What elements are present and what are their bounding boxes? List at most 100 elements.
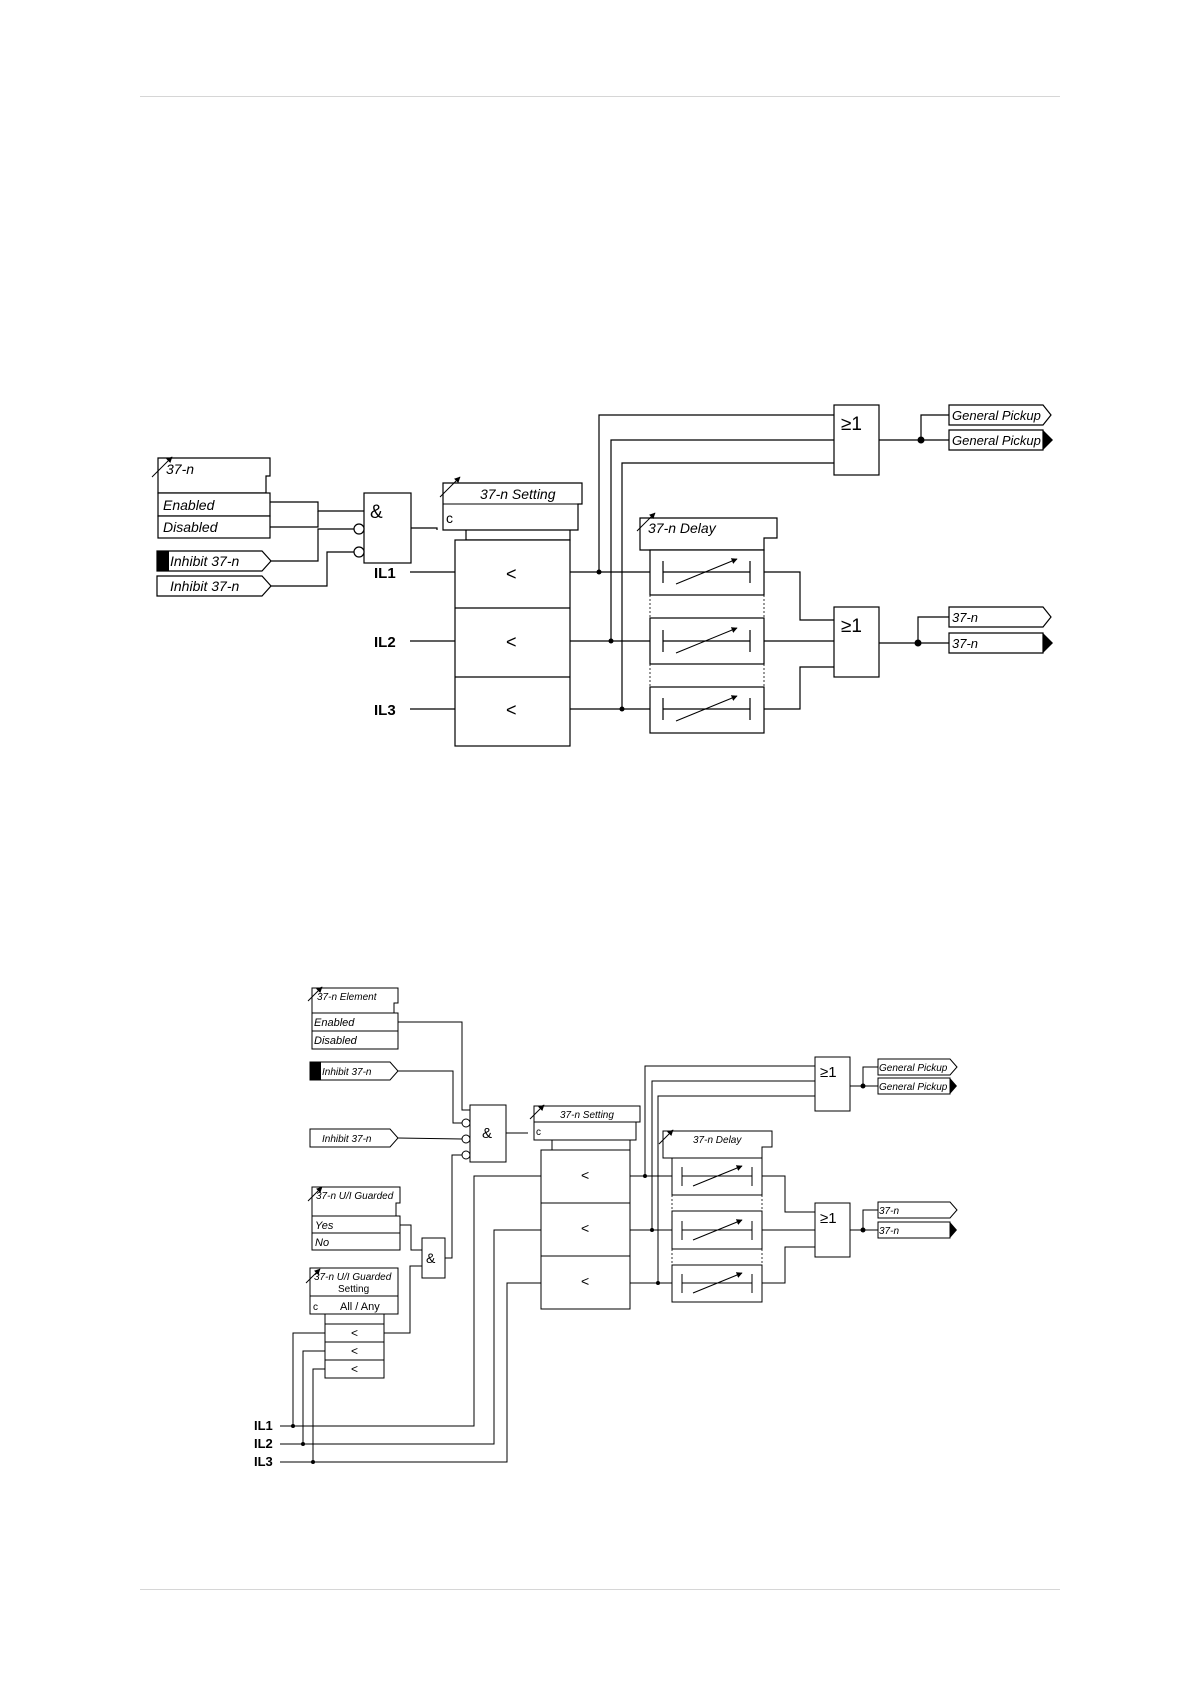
d2-c-label: c	[536, 1127, 541, 1138]
d2-inhibit-label-2: Inhibit 37-n	[322, 1134, 372, 1145]
d1-enabled-label: Enabled	[163, 497, 216, 513]
diagram-2: 37-n Element Enabled Disabled Inhibit 37…	[254, 986, 958, 1469]
d2-timer-2-arrow-icon	[692, 1219, 743, 1241]
d1-pickup-output-1: General Pickup	[948, 404, 1052, 426]
d2-disabled-label: Disabled	[314, 1035, 358, 1047]
d2-inhibit-input-2: Inhibit 37-n	[309, 1128, 399, 1148]
d1-trip-label-1: 37-n	[952, 610, 978, 625]
d2-delay-label: 37-n Delay	[693, 1135, 742, 1146]
d1-invert-bubble-1-icon	[353, 523, 365, 535]
d2-element-label: 37-n Element	[317, 992, 378, 1003]
d2-guard-compare-1: <	[351, 1326, 358, 1340]
d2-or-gate-trip: ≥1	[814, 1202, 851, 1258]
d2-yes-label: Yes	[315, 1220, 334, 1232]
d1-timer-1	[649, 549, 765, 596]
d1-inhibit-marker-icon	[157, 551, 169, 571]
d1-timer-2-arrow-icon	[675, 627, 738, 654]
d2-timer-3	[671, 1264, 763, 1303]
d1-inhibit-input-1: Inhibit 37-n	[156, 550, 272, 572]
d1-timer-1-arrow-icon	[675, 558, 738, 585]
d2-compare-1: <	[581, 1167, 589, 1183]
d2-pickup-output-triangle-icon	[950, 1078, 957, 1094]
d1-compare-3: <	[506, 700, 517, 720]
d2-and-gate: &	[461, 1104, 507, 1163]
d1-threshold-label: 37-n Setting	[480, 486, 556, 502]
d1-pickup-output-triangle-icon	[1043, 430, 1053, 450]
d2-timer-2	[671, 1210, 763, 1250]
d2-invert-bubble-3-icon	[461, 1150, 471, 1160]
d2-threshold-label: 37-n Setting	[560, 1110, 614, 1121]
d1-trip-output-2: 37-n	[948, 632, 1053, 654]
d1-inhibit-input-2: Inhibit 37-n	[156, 575, 272, 597]
d2-guarded-arrow-icon	[307, 1186, 323, 1202]
d2-timer-1-arrow-icon	[692, 1165, 743, 1187]
d1-and-gate: &	[353, 492, 412, 564]
d1-input-il1: IL1	[374, 565, 396, 582]
d2-pickup-label-1: General Pickup	[879, 1063, 948, 1074]
d2-input-il2: IL2	[254, 1436, 273, 1451]
d2-or-symbol-1: ≥1	[820, 1064, 837, 1081]
d2-delay-arrow-icon	[658, 1129, 674, 1145]
d1-inhibit-label-2: Inhibit 37-n	[170, 578, 239, 594]
bottom-rule	[140, 1589, 1060, 1590]
d1-delay-arrow-icon	[636, 512, 656, 532]
d1-trip-output-triangle-icon	[1043, 633, 1053, 653]
d2-comparators: < < <	[540, 1149, 631, 1310]
d1-and-symbol: &	[370, 502, 383, 523]
d2-and-symbol: &	[482, 1125, 492, 1142]
d2-trip-label-1: 37-n	[879, 1206, 899, 1217]
d2-guarded-setting-line1: 37-n U/I Guarded	[314, 1272, 392, 1283]
d2-invert-bubble-2-icon	[461, 1134, 471, 1144]
d1-or-gate-pickup: ≥1	[833, 404, 880, 476]
d1-disabled-label: Disabled	[163, 519, 219, 535]
d2-trip-label-2: 37-n	[879, 1226, 899, 1237]
d2-trip-output-2: 37-n	[877, 1221, 957, 1239]
d2-input-il3: IL3	[254, 1454, 273, 1469]
d1-setting-selector: 37-n Enabled Disabled	[151, 456, 271, 539]
d1-setting-label: 37-n	[166, 461, 194, 477]
d1-c-label: c	[446, 510, 453, 526]
d2-compare-2: <	[581, 1220, 589, 1236]
d1-pickup-output-2: General Pickup	[948, 429, 1053, 451]
d2-trip-output-triangle-icon	[950, 1222, 957, 1238]
d1-timer-3-arrow-icon	[675, 695, 738, 722]
d2-guard-and-symbol: &	[426, 1250, 436, 1266]
d2-guard-compare-3: <	[351, 1362, 358, 1376]
d1-compare-1: <	[506, 564, 517, 584]
d1-trip-label-2: 37-n	[952, 636, 978, 651]
d1-trip-output-1: 37-n	[948, 606, 1052, 628]
d2-guarded-setting-arrow-icon	[305, 1268, 321, 1284]
d2-pickup-label-2: General Pickup	[879, 1082, 948, 1093]
d1-threshold-arrow-icon	[439, 476, 461, 498]
d2-compare-3: <	[581, 1273, 589, 1289]
top-rule	[140, 96, 1060, 97]
d2-or-gate-pickup: ≥1	[814, 1056, 851, 1112]
d2-no-label: No	[315, 1237, 329, 1249]
d1-timer-2	[649, 617, 765, 665]
d2-delay-block: 37-n Delay	[658, 1129, 773, 1303]
d2-guard-compare-2: <	[351, 1344, 358, 1358]
d1-timer-3	[649, 686, 765, 734]
d1-delay-block: 37-n Delay	[636, 512, 778, 734]
d2-element-arrow-icon	[307, 986, 323, 1002]
d2-timer-3-arrow-icon	[692, 1272, 743, 1294]
d2-guard-and-gate: &	[421, 1237, 446, 1279]
d1-threshold-setting: 37-n Setting c	[411, 476, 583, 541]
d2-pickup-output-1: General Pickup	[877, 1058, 958, 1076]
d2-pickup-output-2: General Pickup	[877, 1077, 957, 1095]
d2-guarded-selector: 37-n U/I Guarded Yes No	[307, 1186, 401, 1251]
d2-input-il1: IL1	[254, 1418, 273, 1433]
d2-inhibit-label-1: Inhibit 37-n	[322, 1067, 372, 1078]
d1-setting-arrow-icon	[151, 456, 173, 478]
d1-pickup-label-1: General Pickup	[952, 408, 1041, 423]
d2-or-symbol-2: ≥1	[820, 1210, 837, 1227]
d1-delay-label: 37-n Delay	[648, 520, 717, 536]
d2-guarded-setting: 37-n U/I Guarded Setting c All / Any < <…	[305, 1267, 399, 1379]
d2-element-selector: 37-n Element Enabled Disabled	[307, 986, 399, 1050]
d2-guarded-label: 37-n U/I Guarded	[316, 1191, 394, 1202]
d1-or-symbol-1: ≥1	[841, 414, 862, 435]
d1-input-il3: IL3	[374, 702, 396, 719]
d2-enabled-label: Enabled	[314, 1017, 355, 1029]
d2-timer-1	[671, 1157, 763, 1196]
